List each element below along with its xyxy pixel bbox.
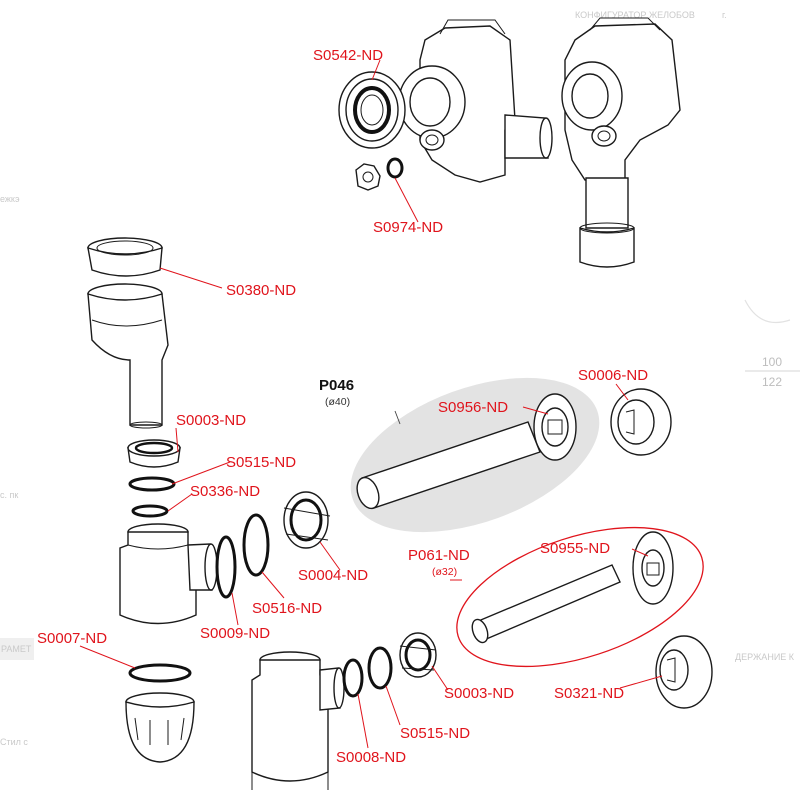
label-s0974: S0974-ND xyxy=(373,219,443,236)
part-bottle-trap-body xyxy=(119,523,218,625)
bg-value-1: 100 xyxy=(762,355,782,369)
bg-fragment-2: РАМЕТ xyxy=(1,644,32,654)
part-s0009-gasket xyxy=(215,535,237,599)
label-s0516: S0516-ND xyxy=(252,600,322,617)
part-s0955-rosette xyxy=(632,531,674,605)
part-p061-pipe xyxy=(471,564,621,644)
part-s0516-gasket xyxy=(242,513,270,577)
label-s0380: S0380-ND xyxy=(226,282,296,299)
p061-highlight-ellipse xyxy=(456,526,704,668)
part-s0008-gasket xyxy=(342,658,364,698)
part-s0007-gasket xyxy=(128,663,192,683)
label-s0003a: S0003-ND xyxy=(176,412,246,429)
part-s0515b-gasket xyxy=(367,646,393,690)
label-s0321: S0321-ND xyxy=(554,685,624,702)
label-s0006: S0006-ND xyxy=(578,367,648,384)
part-s0321-cover xyxy=(655,635,713,709)
label-s0542: S0542-ND xyxy=(313,47,383,64)
bg-fragment-box xyxy=(0,638,34,660)
bg-value-2: 122 xyxy=(762,375,782,389)
label-s0009: S0009-ND xyxy=(200,625,270,642)
wall-siphon-left xyxy=(398,19,553,183)
label-s0007: S0007-ND xyxy=(37,630,107,647)
wall-siphon-right xyxy=(561,17,681,268)
bg-menu-text: КОНФИГУРАТОР ЖЕЛОБОВ xyxy=(575,10,695,20)
part-s0336-gasket xyxy=(131,504,169,518)
label-s0515b: S0515-ND xyxy=(400,725,470,742)
part-bottle-cap xyxy=(125,692,195,763)
part-upper-pipe-elbow xyxy=(87,283,169,429)
part-s0956-rosette xyxy=(533,393,577,461)
bg-fragment-4: Стил с xyxy=(0,737,28,747)
part-s0006-cover xyxy=(610,388,672,456)
part-s0515a-gasket xyxy=(128,476,176,492)
label-s0008: S0008-ND xyxy=(336,749,406,766)
label-s0336: S0336-ND xyxy=(190,483,260,500)
part-s0974-screw-and-ring xyxy=(355,157,404,191)
label-p061-size: (ø32) xyxy=(432,566,457,578)
part-s0003a-nut xyxy=(127,439,181,468)
bg-menu-extra: г. xyxy=(722,10,727,20)
bg-fragment-5: ДЕРЖАНИЕ К xyxy=(735,652,795,662)
label-p061: P061-ND xyxy=(408,547,470,564)
part-s0380-sleeve xyxy=(87,237,163,277)
label-s0515a: S0515-ND xyxy=(226,454,296,471)
part-s0542-adapter xyxy=(338,71,406,149)
background-ui: КОНФИГУРАТОР ЖЕЛОБОВ г. 100 122 ежкэ РАМ… xyxy=(0,10,800,747)
label-s0003b: S0003-ND xyxy=(444,685,514,702)
part-s0003b-nut xyxy=(399,632,437,678)
label-s0004: S0004-ND xyxy=(298,567,368,584)
part-small-trap-body xyxy=(251,651,345,790)
part-p046-pipe xyxy=(356,421,541,510)
bg-sketch xyxy=(744,299,791,324)
part-labels: S0542-ND S0974-ND S0380-ND S0003-ND S051… xyxy=(37,47,648,766)
label-p046-size: (ø40) xyxy=(325,396,350,408)
bg-fragment-3: с. пк xyxy=(0,490,18,500)
part-s0004-nut xyxy=(283,491,331,549)
label-s0955: S0955-ND xyxy=(540,540,610,557)
label-p046: P046 xyxy=(319,377,354,394)
leader-lines xyxy=(79,59,663,749)
bg-fragment-1: ежкэ xyxy=(0,194,20,204)
label-s0956: S0956-ND xyxy=(438,399,508,416)
